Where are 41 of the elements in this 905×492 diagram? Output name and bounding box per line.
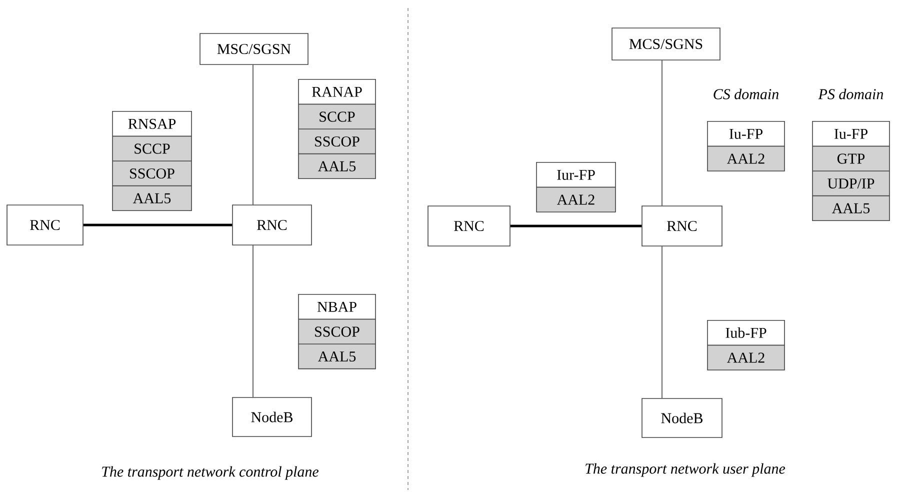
node-label: SCCP bbox=[134, 144, 170, 154]
protocol-stack: RNSAP SCCP SSCOP AAL5 bbox=[112, 111, 192, 211]
connector-line bbox=[510, 224, 642, 228]
node-label: UDP/IP bbox=[828, 178, 874, 189]
protocol-stack: Iur-FP AAL2 bbox=[536, 162, 616, 212]
node-label: Iu-FP bbox=[834, 128, 868, 139]
node-label: RNSAP bbox=[128, 118, 176, 129]
protocol-stack: Iu-FP GTP UDP/IP AAL5 bbox=[812, 121, 890, 221]
domain-label: PS domain bbox=[818, 88, 884, 100]
connector-line bbox=[252, 245, 254, 398]
node-label: SSCOP bbox=[315, 136, 360, 147]
domain-label: CS domain bbox=[714, 88, 778, 100]
network-box: RNC bbox=[428, 206, 510, 246]
network-box: MSC/SGSN bbox=[200, 33, 308, 65]
protocol-stack: NBAP SSCOP AAL5 bbox=[298, 294, 376, 370]
node-label: AAL5 bbox=[832, 203, 870, 214]
node-label: Iu-FP bbox=[729, 128, 762, 139]
node-label: AAL5 bbox=[318, 351, 356, 362]
node-label: Iur-FP bbox=[557, 170, 595, 180]
plane-caption: The transport network user plane bbox=[586, 463, 786, 477]
protocol-stack: Iub-FP AAL2 bbox=[707, 320, 785, 370]
protocol-stack: Iu-FP AAL2 bbox=[707, 121, 785, 172]
node-label: SCCP bbox=[320, 112, 355, 122]
node-label: AAL5 bbox=[318, 161, 356, 172]
network-box: RNC bbox=[642, 206, 722, 246]
network-box: MCS/SGNS bbox=[612, 28, 720, 60]
node-label: SSCOP bbox=[130, 168, 174, 179]
connector-line bbox=[252, 64, 254, 205]
node-label: RANAP bbox=[312, 86, 362, 97]
network-box: NodeB bbox=[232, 397, 312, 437]
network-box: NodeB bbox=[642, 398, 722, 438]
node-label: GTP bbox=[837, 154, 865, 164]
network-box: RNC bbox=[6, 204, 84, 246]
node-label: Iub-FP bbox=[726, 327, 766, 338]
plane-caption: The transport network control plane bbox=[102, 466, 319, 480]
protocol-stack: RANAP SCCP SSCOP AAL5 bbox=[298, 79, 376, 179]
node-label: NBAP bbox=[317, 302, 356, 312]
node-label: SSCOP bbox=[315, 326, 360, 337]
node-label: AAL5 bbox=[132, 193, 171, 204]
network-box: RNC bbox=[232, 204, 312, 246]
connector-line bbox=[83, 224, 232, 226]
